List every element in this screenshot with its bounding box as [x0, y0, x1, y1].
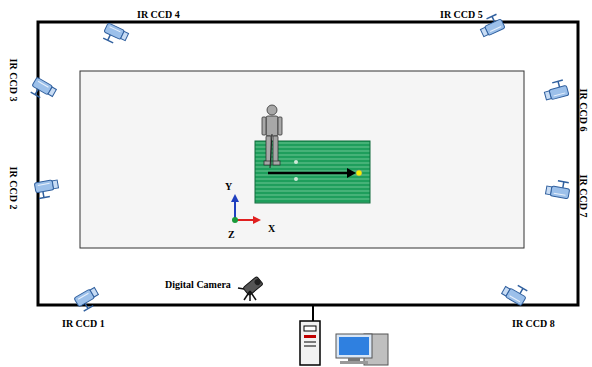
axis-label: X — [268, 224, 275, 234]
camera-label: IR CCD 6 — [578, 89, 588, 132]
camera-label: IR CCD 7 — [578, 175, 588, 218]
axis-label: Z — [228, 230, 235, 240]
camera-label: IR CCD 3 — [8, 59, 18, 102]
camera-label: IR CCD 2 — [8, 167, 18, 210]
camera-label: IR CCD 4 — [137, 10, 180, 20]
camera-label: IR CCD 5 — [440, 10, 483, 20]
axis-label: Y — [225, 182, 232, 192]
camera-label: IR CCD 1 — [62, 319, 105, 329]
camera-label: Digital Camera — [165, 280, 231, 290]
camera-label: IR CCD 8 — [512, 319, 555, 329]
